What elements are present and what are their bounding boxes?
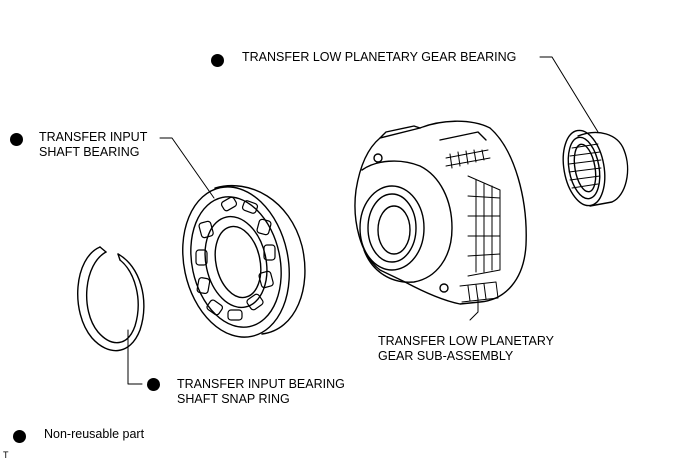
non-reusable-marker-snap-ring	[147, 378, 160, 391]
input-shaft-bearing-illustration	[182, 184, 306, 338]
non-reusable-marker-low-planetary-gear-bearing	[211, 54, 224, 67]
corner-mark: T	[3, 450, 9, 460]
label-input-shaft-bearing-line2: SHAFT BEARING	[39, 145, 140, 159]
snap-ring-illustration	[77, 246, 145, 352]
label-snap-ring-line2: SHAFT SNAP RING	[177, 392, 290, 406]
label-sub-assembly-line2: GEAR SUB-ASSEMBLY	[378, 349, 514, 363]
label-low-planetary-gear-bearing: TRANSFER LOW PLANETARY GEAR BEARING	[242, 50, 517, 64]
label-snap-ring-line1: TRANSFER INPUT BEARING	[177, 377, 345, 391]
legend-non-reusable-text: Non-reusable part	[44, 427, 145, 441]
legend-non-reusable-icon	[13, 430, 26, 443]
label-sub-assembly-line1: TRANSFER LOW PLANETARY	[378, 334, 554, 348]
label-input-shaft-bearing-line1: TRANSFER INPUT	[39, 130, 148, 144]
leader-lines	[127, 56, 599, 385]
planetary-gear-sub-assembly-illustration	[354, 120, 527, 305]
non-reusable-marker-input-shaft-bearing	[10, 133, 23, 146]
low-planetary-gear-bearing-illustration	[562, 129, 629, 207]
